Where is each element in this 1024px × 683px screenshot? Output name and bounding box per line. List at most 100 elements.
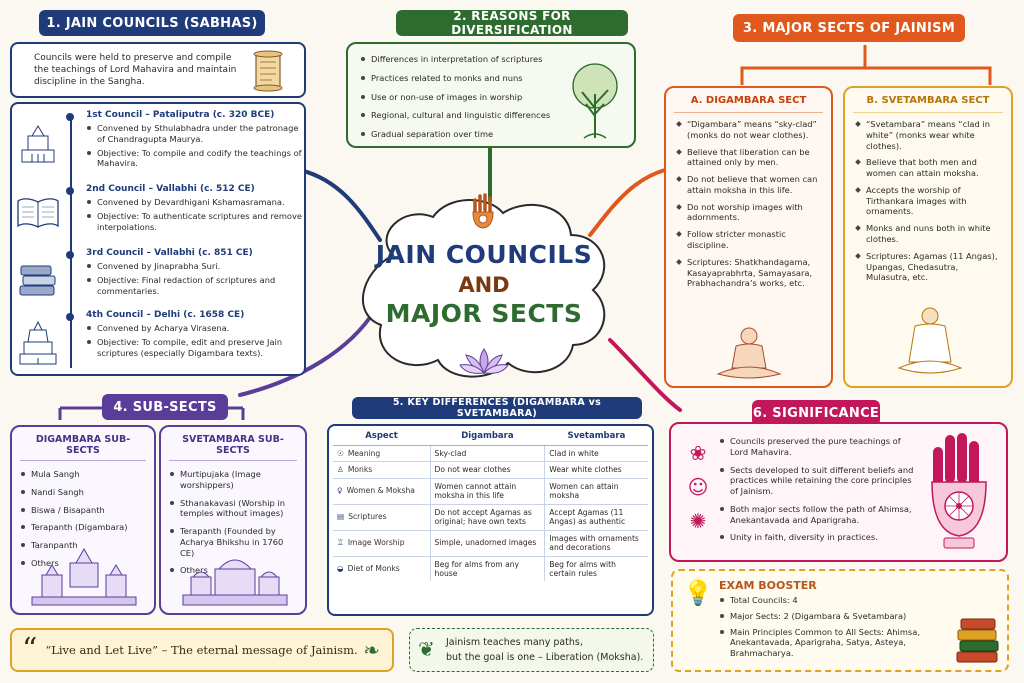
council-point: Convened by Jinaprabha Suri.: [86, 261, 302, 272]
significance-header: 6. SIGNIFICANCE: [752, 400, 880, 426]
subsect-item: Taranpanth: [20, 540, 146, 551]
council-point: Objective: To compile, edit and preserve…: [86, 337, 302, 359]
lotus-icon: ❀: [689, 441, 707, 465]
council-3: 3rd Council – Vallabhi (c. 851 CE) Conve…: [66, 248, 302, 302]
subsects-header: 4. SUB-SECTS: [102, 394, 228, 420]
subsect-item: Terapanth (Founded by Acharya Bhikshu in…: [169, 526, 297, 558]
subsect-item: Sthanakavasi (Worship in temples without…: [169, 498, 297, 520]
sprout-icon: ❦: [418, 637, 435, 661]
sky-figure-icon: ☉: [337, 448, 344, 458]
aspect-cell: Meaning: [347, 448, 381, 458]
council-title: 2nd Council – Vallabhi (c. 512 CE): [86, 184, 255, 194]
monk-icon: ♙: [337, 465, 344, 475]
reason-item: Regional, cultural and linguistic differ…: [360, 110, 565, 121]
sects-header: 3. MAJOR SECTS OF JAINISM: [733, 14, 965, 42]
domed-temple-illustration: [182, 559, 288, 606]
lightbulb-icon: 💡: [683, 579, 713, 607]
subsect-item: Nandi Sangh: [20, 487, 146, 498]
quote-box: “ “Live and Let Live” – The eternal mess…: [10, 628, 394, 672]
exam-title: EXAM BOOSTER: [719, 579, 817, 592]
council-point: Objective: Final redaction of scriptures…: [86, 275, 302, 297]
center-cloud: [361, 199, 606, 378]
svetambara-item: Monks and nuns both in white clothes.: [855, 223, 1003, 245]
stacked-books-icon: [19, 265, 56, 296]
timeline-dot: [66, 313, 74, 321]
council-title: 1st Council – Pataliputra (c. 320 BCE): [86, 110, 275, 120]
timeline-dot: [66, 113, 74, 121]
message-box: ❦ Jainism teaches many paths, but the go…: [409, 628, 654, 672]
digambara-subsects-title: DIGAMBARA SUB-SECTS: [20, 427, 146, 461]
svetambara-cell: Beg for alms with certain rules: [544, 556, 648, 582]
message-line1: Jainism teaches many paths,: [446, 637, 583, 648]
significance-item: Both major sects follow the path of Ahim…: [719, 504, 919, 526]
tree-icon: [572, 63, 618, 139]
table-row: ♀Women & Moksha Women cannot attain moksh…: [333, 478, 648, 505]
svetambara-cell: Clad in white: [544, 445, 648, 463]
alms-bowl-icon: ◒: [337, 564, 344, 574]
message-line2: but the goal is one – Liberation (Moksha…: [446, 652, 644, 663]
council-point: Objective: To compile and codify the tea…: [86, 148, 302, 170]
col-aspect: Aspect: [333, 428, 430, 446]
aspect-cell: Image Worship: [347, 538, 405, 548]
svetambara-cell: Women can attain moksha: [544, 478, 648, 505]
center-title-line2: AND: [458, 273, 510, 297]
digambara-item: Follow stricter monastic discipline.: [676, 229, 823, 251]
center-title-line1: JAIN COUNCILS: [375, 240, 593, 269]
exam-item: Total Councils: 4: [719, 595, 951, 606]
svetambara-item: Accepts the worship of Tirthankara image…: [855, 185, 1003, 217]
digambara-cell: Do not wear clothes: [429, 461, 545, 479]
woman-icon: ♀: [337, 486, 343, 496]
reason-item: Differences in interpretation of scriptu…: [360, 54, 565, 65]
council-point: Convened by Acharya Virasena.: [86, 323, 302, 334]
leaf-icon: ❧: [363, 638, 380, 662]
digambara-item: Do not believe that women can attain mok…: [676, 174, 823, 196]
digambara-cell: Women cannot attain moksha in this life: [429, 478, 545, 505]
subsect-item: Terapanth (Digambara): [20, 522, 146, 533]
digambara-item: Scriptures: Shatkhandagama, Kasayaprabhr…: [676, 257, 823, 289]
reasons-header: 2. REASONS FOR DIVERSIFICATION: [396, 9, 628, 37]
council-title: 4th Council – Delhi (c. 1658 CE): [86, 310, 245, 320]
exam-item: Main Principles Common to All Sects: Ahi…: [719, 627, 951, 659]
council-title: 3rd Council – Vallabhi (c. 851 CE): [86, 248, 253, 258]
council-4: 4th Council – Delhi (c. 1658 CE) Convene…: [66, 310, 302, 364]
center-title-line3: MAJOR SECTS: [385, 299, 583, 328]
digambara-box: A. DIGAMBARA SECT “Digambara” means “sky…: [664, 86, 833, 388]
svetambara-cell: Accept Agamas (11 Angas) as authentic: [544, 504, 648, 531]
differences-header: 5. KEY DIFFERENCES (DIGAMBARA vs SVETAMB…: [352, 397, 642, 419]
subsect-item: Murtipujaka (Image worshippers): [169, 469, 297, 491]
jain-hand-icon: [472, 193, 494, 229]
svetambara-item: Believe that both men and women can atta…: [855, 157, 1003, 179]
white-robed-monk-icon: [897, 307, 963, 374]
aspect-cell: Monks: [347, 465, 373, 475]
book-icon: [17, 198, 59, 228]
lotus-icon: [459, 348, 509, 374]
books-stack-icon: [956, 618, 999, 663]
digambara-item: Believe that liberation can be attained …: [676, 147, 823, 169]
significance-item: Sects developed to suit different belief…: [719, 465, 919, 497]
council-point: Objective: To authenticate scriptures an…: [86, 211, 302, 233]
exam-item: Major Sects: 2 (Digambara & Svetambara): [719, 611, 951, 622]
digambara-item: Do not worship images with adornments.: [676, 202, 823, 224]
svetambara-item: Scriptures: Agamas (11 Angas), Upangas, …: [855, 251, 1003, 283]
significance-icons: ❀ ☺ ✺: [683, 436, 713, 538]
subsect-item: Mula Sangh: [20, 469, 146, 480]
svetambara-box: B. SVETAMBARA SECT “Svetambara” means “c…: [843, 86, 1013, 388]
digambara-cell: Beg for alms from any house: [429, 556, 545, 582]
svetambara-subsects-title: SVETAMBARA SUB-SECTS: [169, 427, 297, 461]
person-icon: ☺: [687, 475, 709, 499]
reason-item: Use or non-use of images in worship: [360, 92, 565, 103]
aspect-cell: Women & Moksha: [346, 486, 415, 496]
shrine-icon: [19, 320, 57, 365]
significance-item: Councils preserved the pure teachings of…: [719, 436, 919, 458]
digambara-cell: Simple, unadorned images: [429, 530, 545, 557]
center-title: JAIN COUNCILS AND MAJOR SECTS: [353, 240, 615, 328]
aspect-cell: Scriptures: [348, 512, 387, 522]
quote-text: “Live and Let Live” – The eternal messag…: [45, 643, 358, 657]
